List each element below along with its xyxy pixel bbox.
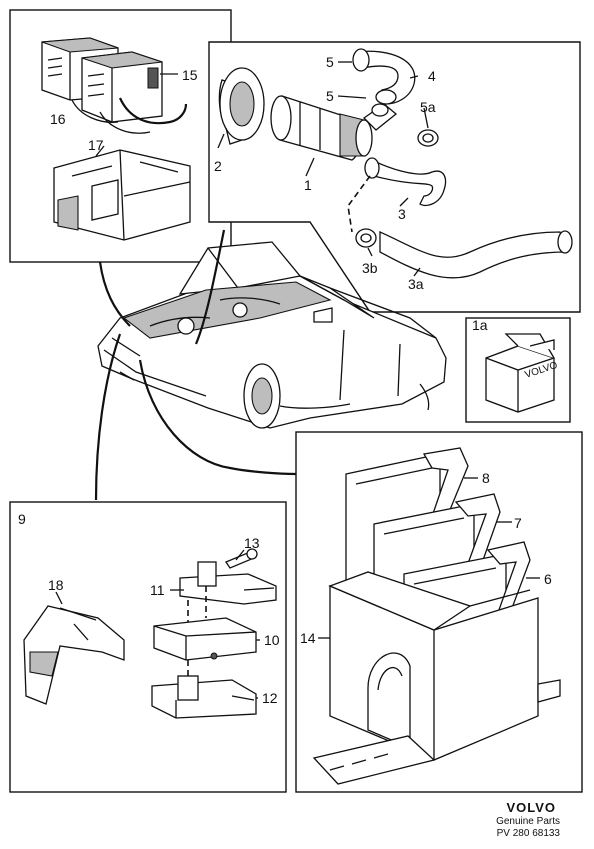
hose-3a	[379, 230, 573, 279]
parts-box-frame: VOLVO	[465, 317, 571, 423]
pump-panel-frame	[208, 41, 581, 313]
callout-11: 11	[150, 582, 165, 598]
callout-4: 4	[428, 68, 436, 84]
screw-13	[225, 548, 258, 569]
callout-5-mid: 5	[326, 88, 334, 104]
callout-16: 16	[50, 111, 66, 127]
hose-3	[364, 157, 447, 207]
clamp-5a	[417, 129, 439, 147]
relay-holder-frame	[295, 431, 583, 793]
callout-15: 15	[182, 67, 198, 83]
hose-4	[352, 48, 416, 105]
callout-7: 7	[514, 515, 522, 531]
footer-logo: VOLVO Genuine Parts PV 280 68133	[496, 800, 560, 839]
control-unit-frame	[9, 501, 287, 793]
callout-9: 9	[18, 511, 26, 527]
callout-8: 8	[482, 470, 490, 486]
callout-14: 14	[300, 630, 316, 646]
coolant-pump-1	[270, 95, 373, 161]
holder-14	[312, 571, 561, 785]
callout-6: 6	[544, 571, 552, 587]
callout-5a: 5a	[420, 99, 436, 115]
callout-2: 2	[214, 158, 222, 174]
callout-3b: 3b	[362, 260, 378, 276]
leader-bracket	[194, 229, 226, 345]
bracket-17	[53, 149, 191, 241]
pump-bracket-2	[218, 67, 265, 145]
footer-brand: VOLVO	[506, 800, 556, 815]
relay-15	[81, 51, 163, 123]
callout-3: 3	[398, 206, 406, 222]
footer-code: PV 280 68133	[497, 828, 561, 839]
callout-1: 1	[304, 177, 312, 193]
callout-10: 10	[264, 632, 280, 648]
control-unit-10	[153, 617, 257, 661]
callout-17: 17	[88, 137, 104, 153]
callout-3a: 3a	[408, 276, 424, 292]
callouts: 15 16 17 5 4 5 5a 2 1 3 3b 3a 1a 8 7 6 1…	[18, 54, 552, 706]
leader-relays	[98, 261, 131, 327]
callout-1a: 1a	[472, 317, 488, 333]
leader-pump	[138, 359, 297, 476]
callout-18: 18	[48, 577, 64, 593]
car-illustration	[97, 241, 447, 429]
clamp-3b	[355, 228, 377, 248]
bracket-18	[23, 605, 125, 705]
callout-5-top: 5	[326, 54, 334, 70]
leader-panel9	[94, 333, 122, 501]
bracket-12	[151, 675, 257, 719]
bracket-11	[179, 561, 277, 605]
relay-panel-frame	[9, 9, 232, 263]
callout-12: 12	[262, 690, 278, 706]
footer-tagline: Genuine Parts	[496, 816, 560, 827]
callout-13: 13	[244, 535, 260, 551]
